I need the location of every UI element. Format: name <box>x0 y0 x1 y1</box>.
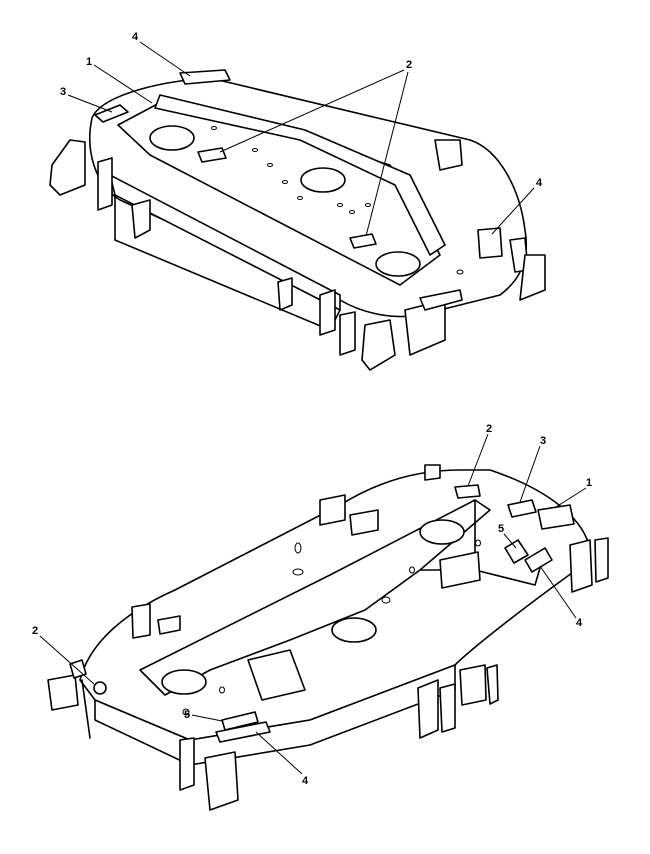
top-bolt-holes <box>211 126 464 275</box>
svg-text:5: 5 <box>184 709 190 721</box>
top-decal-4-left <box>179 69 231 85</box>
bottom-callout-2-left: 2 <box>32 625 95 685</box>
svg-text:4: 4 <box>132 31 139 43</box>
svg-text:4: 4 <box>302 775 309 787</box>
top-decal-4-right <box>477 227 503 259</box>
top-decal-2a <box>197 147 227 163</box>
bottom-decal-3 <box>507 499 537 518</box>
top-spindle-hole-center <box>300 167 346 193</box>
svg-text:3: 3 <box>540 435 546 447</box>
bottom-spindle-hole-center <box>331 617 377 643</box>
bottom-bolt-holes <box>182 539 481 716</box>
bottom-callout-3: 3 <box>519 435 546 503</box>
bottom-front-brackets <box>179 664 499 811</box>
top-front-brackets <box>277 277 446 371</box>
bottom-callout-4-left: 4 <box>255 731 309 787</box>
bottom-decal-4-right <box>524 547 553 573</box>
bottom-deck-view: 2 3 1 5 4 2 5 4 <box>32 423 609 811</box>
svg-text:1: 1 <box>586 477 592 489</box>
top-decal-3 <box>94 104 129 123</box>
top-spindle-hole-right <box>375 251 421 277</box>
top-callout-2: 2 <box>219 59 412 237</box>
svg-text:2: 2 <box>486 423 492 435</box>
svg-text:4: 4 <box>576 617 583 629</box>
top-deck-view: 1 2 3 4 4 <box>49 31 546 371</box>
top-callout-4-right: 4 <box>491 177 543 235</box>
svg-text:3: 3 <box>60 86 66 98</box>
bottom-callout-5-right: 5 <box>498 523 517 549</box>
top-decal-2b <box>349 233 377 249</box>
top-right-brackets <box>434 139 546 301</box>
bottom-decal-5-left <box>221 711 259 731</box>
bottom-callout-5-left: 5 <box>184 709 223 722</box>
top-deck-channel <box>154 94 446 256</box>
bottom-spindle-hole-right <box>419 519 465 545</box>
svg-text:2: 2 <box>406 59 412 71</box>
svg-text:1: 1 <box>86 56 92 68</box>
bottom-callout-2-top: 2 <box>467 423 492 487</box>
bottom-spindle-hole-left <box>161 669 207 695</box>
top-discharge-edge <box>419 289 463 311</box>
bottom-decal-1 <box>537 504 575 530</box>
bottom-callout-1: 1 <box>555 477 592 508</box>
bottom-decal-4-left <box>215 721 271 743</box>
bottom-deck-ribs <box>131 494 481 701</box>
top-left-brackets <box>49 139 151 239</box>
bottom-right-brackets <box>424 464 609 593</box>
svg-text:2: 2 <box>32 625 38 637</box>
svg-text:4: 4 <box>536 177 543 189</box>
bottom-callout-4-right: 4 <box>539 565 583 629</box>
bottom-decal-2-top <box>454 484 481 499</box>
bottom-decal-5-right <box>504 539 529 564</box>
top-callout-1: 1 <box>86 56 153 104</box>
top-spindle-hole-left <box>149 125 195 151</box>
top-callout-3: 3 <box>60 86 113 113</box>
svg-text:5: 5 <box>498 523 504 535</box>
top-callout-4-left: 4 <box>132 31 191 77</box>
